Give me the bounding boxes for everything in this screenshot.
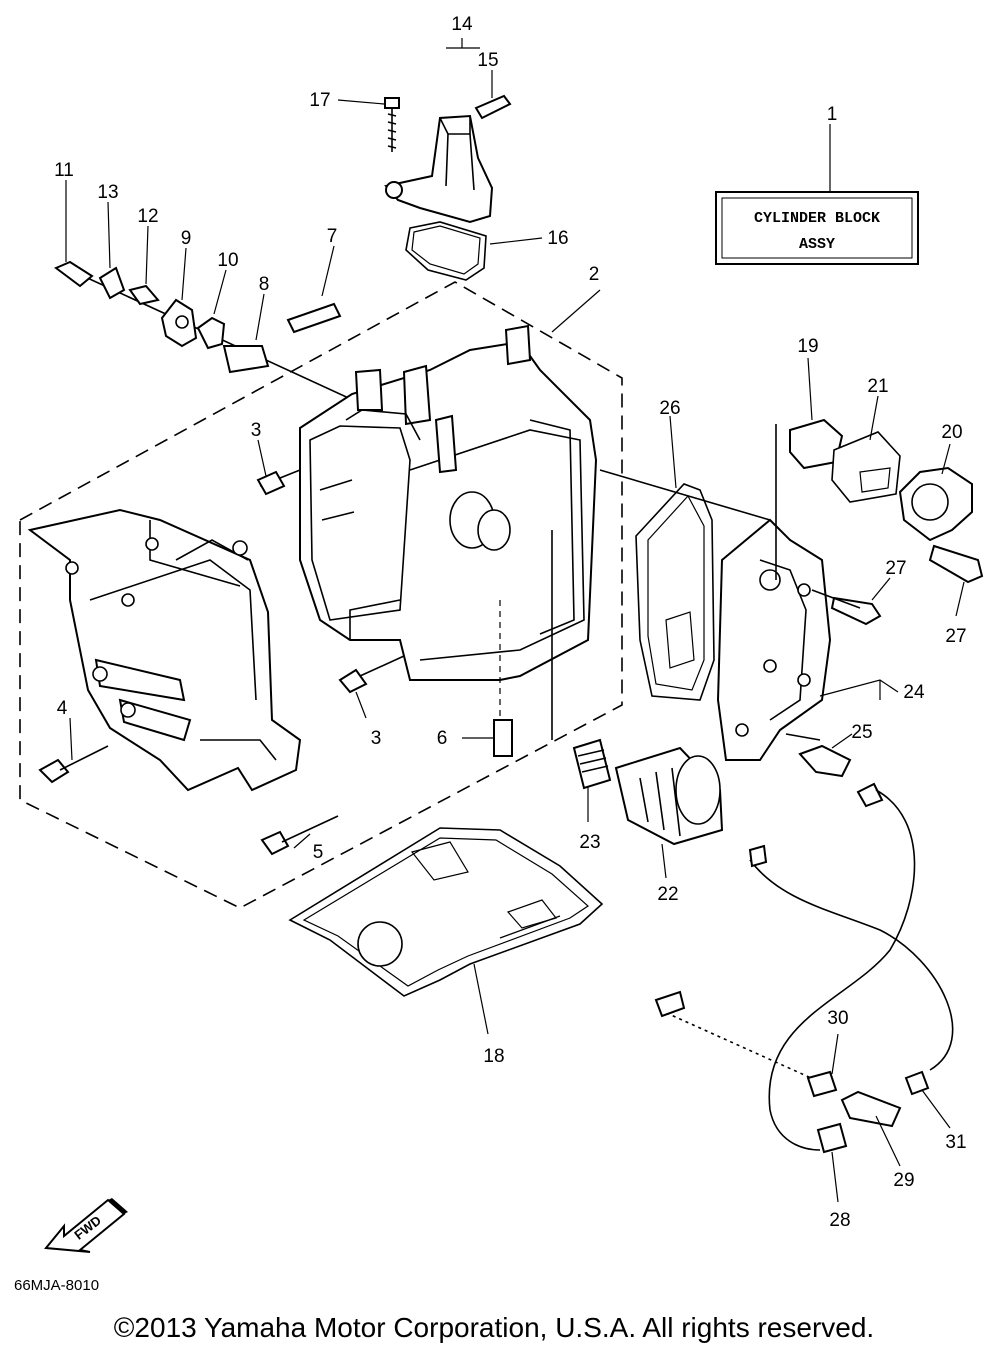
title-box-line2: ASSY (799, 236, 835, 253)
title-box: CYLINDER BLOCK ASSY (715, 191, 919, 265)
callout-21: 21 (867, 376, 888, 397)
callout-11: 11 (54, 160, 74, 181)
callout-1: 1 (827, 104, 838, 125)
callout-9: 9 (181, 228, 192, 249)
oil-filter (551, 530, 724, 846)
callout-6: 6 (437, 728, 448, 749)
fwd-arrow-icon: FWD (44, 1198, 128, 1253)
callout-18: 18 (483, 1046, 504, 1067)
callout-2: 2 (589, 264, 600, 285)
callout-5: 5 (313, 842, 324, 863)
side-gasket (635, 483, 715, 701)
callout-26: 26 (659, 398, 680, 419)
callout-29: 29 (893, 1170, 914, 1191)
breather-cover (384, 94, 512, 281)
callout-7: 7 (327, 226, 338, 247)
hose-assembly (654, 733, 954, 1154)
callout-12: 12 (137, 206, 158, 227)
callout-31: 31 (945, 1132, 966, 1153)
callout-24: 24 (903, 682, 925, 703)
cylinder-block (256, 324, 598, 757)
title-box-line1: CYLINDER BLOCK (754, 210, 880, 227)
callout-16: 16 (547, 228, 568, 249)
crankcase-left (27, 508, 339, 856)
callout-19: 19 (797, 336, 818, 357)
callout-28: 28 (829, 1210, 850, 1231)
leader-lines (65, 38, 965, 1203)
callout-10: 10 (217, 250, 238, 271)
callout-23: 23 (579, 832, 600, 853)
shaft-assembly (54, 260, 441, 441)
callout-3a: 3 (251, 420, 262, 441)
callout-25: 25 (851, 722, 872, 743)
copyright-notice: ©2013 Yamaha Motor Corporation, U.S.A. A… (114, 1312, 874, 1343)
callout-27a: 27 (885, 558, 906, 579)
callout-22: 22 (657, 884, 678, 905)
callout-30: 30 (827, 1008, 848, 1029)
side-cover (599, 469, 832, 761)
callout-20: 20 (941, 422, 962, 443)
lower-gasket (288, 827, 604, 997)
callout-15: 15 (477, 50, 498, 71)
callout-13: 13 (97, 182, 118, 203)
callout-8: 8 (259, 274, 270, 295)
callout-27b: 27 (945, 626, 966, 647)
callout-17: 17 (309, 90, 330, 111)
assembly-outline (19, 281, 623, 909)
callout-numbers: 1 2 3 3 4 5 6 7 8 9 10 11 12 13 14 15 16… (54, 14, 966, 1231)
diagram-code: 66MJA-8010 (14, 1277, 99, 1294)
callout-14: 14 (451, 14, 473, 35)
callout-3b: 3 (371, 728, 382, 749)
callout-4: 4 (57, 698, 68, 719)
thermostat-assembly (775, 418, 984, 626)
